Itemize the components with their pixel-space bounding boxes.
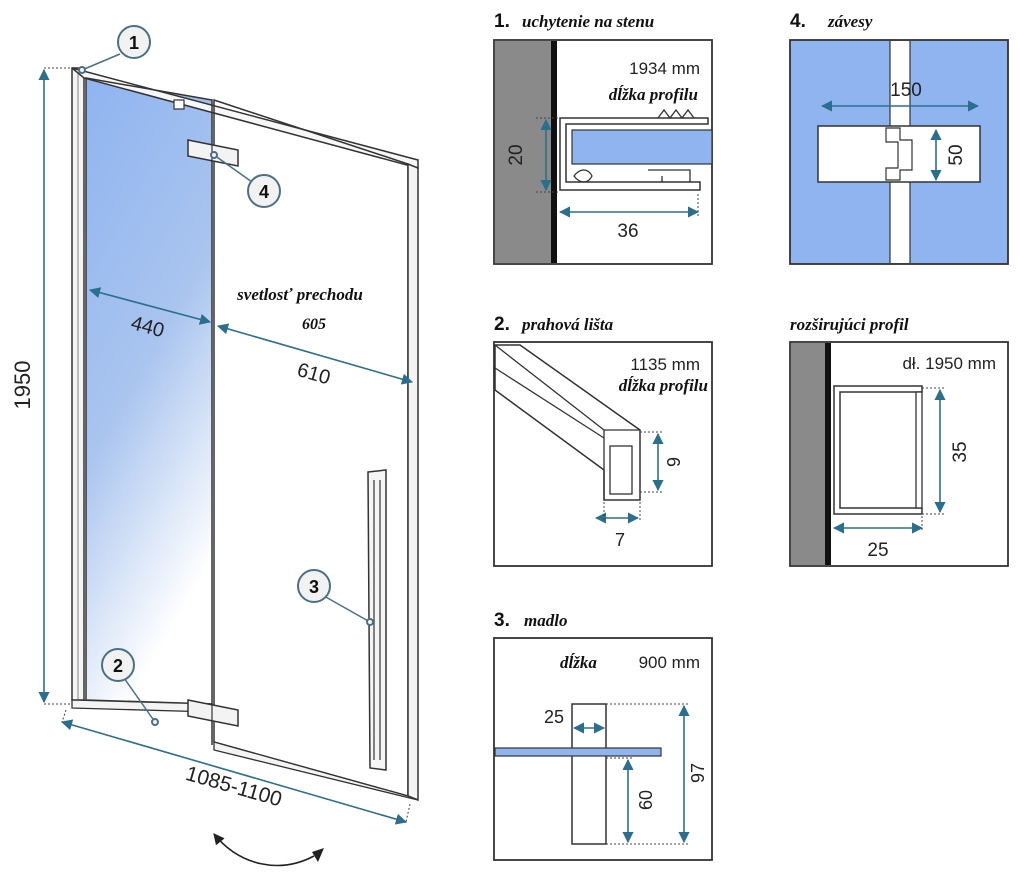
panel-2-title: prahová lišta: [520, 315, 614, 334]
height-label: 1950: [10, 361, 35, 410]
glass-edge: [494, 747, 662, 757]
extension-profile: [407, 162, 419, 802]
panel-3-height-total: 97: [688, 763, 708, 783]
panel-1-length: 1934 mm: [629, 59, 700, 78]
hinge-bottom: [187, 699, 239, 727]
svg-text:4: 4: [259, 182, 269, 202]
door-width-label: 610: [295, 359, 333, 389]
svg-text:1: 1: [129, 33, 139, 53]
panel-handle: 3. madlo dĺžka 900 mm 25 60 97: [493, 610, 713, 861]
panel-extension-profile: rozširujúci profil 35 25 dł. 1950 mm: [789, 315, 1009, 567]
callout-3: 3: [297, 569, 374, 626]
door-swing-arrow-icon: [213, 833, 324, 867]
glass-section: [571, 129, 713, 165]
panel-wall-mount: 1. uchytenie na stenu 20 36 1934 mm dĺžk…: [493, 11, 713, 265]
fixed-glass-panel: [86, 78, 212, 704]
panel-threshold: 2. prahová lišta 9 7 1135 mm dĺžka profi…: [493, 314, 713, 567]
panel-hinges: 4. závesy 150 50: [789, 11, 1009, 265]
svg-text:2: 2: [113, 656, 123, 676]
panel-4-title: závesy: [827, 12, 873, 31]
panel-1-width: 36: [617, 221, 638, 242]
panel-5-width: 25: [867, 540, 888, 561]
panel-2-number: 2.: [494, 314, 510, 335]
panel-1-title: uchytenie na stenu: [522, 12, 654, 31]
panel-3-title: madlo: [524, 611, 567, 630]
panel-1-height: 20: [506, 144, 527, 165]
panel-5-length: dł. 1950 mm: [902, 354, 996, 373]
panel-4-width: 150: [890, 80, 922, 101]
callout-4: 4: [210, 151, 281, 208]
wall-profile-section: [559, 117, 709, 191]
panel-3-length-caption: dĺžka: [560, 653, 597, 672]
panel-1-number: 1.: [494, 11, 510, 32]
fixed-width-dimension-line: [88, 287, 212, 325]
passage-value: 605: [302, 316, 326, 333]
panel-2-width: 7: [615, 530, 625, 550]
passage-label: svetlosť prechodu: [236, 285, 363, 304]
handle-bar-section: [571, 703, 607, 845]
panel-2-length: 1135 mm: [630, 355, 700, 374]
panel-3-width: 25: [544, 707, 564, 727]
width-dimension-line: [60, 719, 408, 825]
panel-4-number: 4.: [790, 11, 806, 32]
width-label: 1085-1100: [183, 762, 284, 811]
panel-2-length-caption: dĺžka profilu: [619, 376, 708, 395]
svg-text:3: 3: [309, 577, 319, 597]
panel-3-length: 900 mm: [639, 653, 700, 672]
door-drawing: 1950 1085-1100 440 610 svetlosť prechodu…: [10, 25, 419, 867]
callout-1: 1: [78, 25, 151, 74]
panel-5-height: 35: [950, 441, 971, 462]
panel-3-number: 3.: [494, 610, 510, 631]
panel-2-height: 9: [664, 457, 684, 467]
panel-1-length-caption: dĺžka profilu: [609, 85, 698, 104]
panel-4-height: 50: [946, 144, 967, 165]
panel-3-height-small: 60: [636, 790, 656, 810]
panel-5-title: rozširujúci profil: [790, 315, 909, 334]
callout-2: 2: [101, 648, 159, 726]
door-width-dimension-line: [216, 323, 414, 385]
